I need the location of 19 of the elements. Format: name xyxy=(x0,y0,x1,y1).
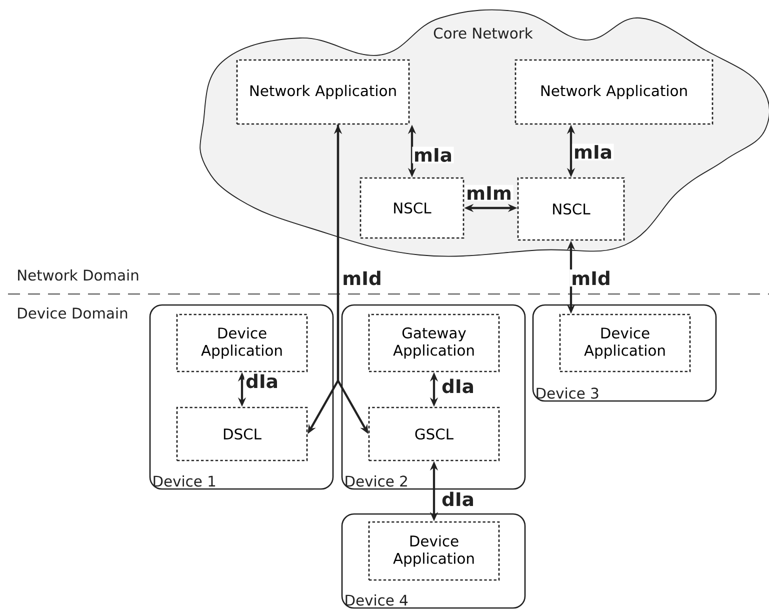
domain-label: Device Domain xyxy=(18,307,128,319)
component-box: NSCL xyxy=(360,177,464,239)
component-box: Device Application xyxy=(559,314,691,372)
edge-label: dIa xyxy=(244,372,280,390)
edge-label: mId xyxy=(570,269,612,287)
edge-label: dIa xyxy=(440,377,476,395)
component-box: Network Application xyxy=(236,59,410,125)
edge-label: mIm xyxy=(464,184,514,202)
component-box: DSCL xyxy=(176,406,308,462)
component-box: Gateway Application xyxy=(368,314,500,372)
domain-label: Network Domain xyxy=(18,269,138,281)
component-box: NSCL xyxy=(517,177,625,241)
edge-label: mId xyxy=(340,269,384,287)
edge-label: mIa xyxy=(412,146,454,164)
component-box: Device Application xyxy=(368,521,500,581)
component-box: GSCL xyxy=(368,406,500,462)
edge-label: dIa xyxy=(440,490,476,508)
edge-label: mIa xyxy=(572,144,614,160)
component-box: Network Application xyxy=(514,59,714,125)
